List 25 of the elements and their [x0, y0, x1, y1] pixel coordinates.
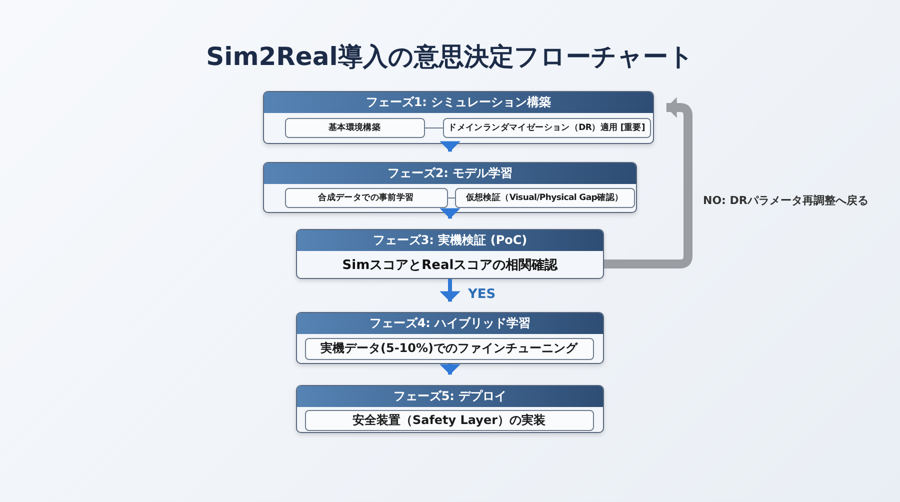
flow-arrow — [440, 364, 460, 375]
edge-label: NO: DRパラメータ再調整へ戻る — [703, 193, 868, 208]
phase-box — [296, 312, 604, 364]
phase-header: フェーズ2: モデル学習 — [264, 163, 636, 184]
step-box: 基本環境構築 — [284, 118, 424, 138]
phase-header: フェーズ1: シミュレーション構築 — [264, 92, 653, 113]
edge-label: YES — [468, 287, 496, 302]
phase-box — [296, 229, 604, 279]
flow-arrow — [440, 279, 460, 302]
phase-header: フェーズ3: 実機検証 (PoC) — [297, 230, 603, 251]
phase-box — [263, 91, 654, 144]
phase-header: フェーズ5: デプロイ — [297, 386, 603, 407]
step-box: 合成データでの事前学習 — [284, 188, 448, 208]
flow-arrow — [440, 208, 460, 219]
phase-header: フェーズ4: ハイブリッド学習 — [297, 313, 603, 334]
step-box: 安全装置（Safety Layer）の実装 — [304, 410, 594, 430]
phase-box — [296, 385, 604, 433]
phase-description: SimスコアとRealスコアの相関確認 — [342, 256, 558, 274]
step-box: 実機データ(5-10%)でのファインチューニング — [304, 338, 594, 360]
flow-arrow — [440, 141, 460, 152]
feedback-arrow — [604, 97, 692, 268]
step-box: 仮想検証（Visual/Physical Gap確認） — [454, 188, 634, 208]
title: Sim2Real導入の意思決定フローチャート — [205, 41, 695, 73]
phase-box — [263, 162, 637, 213]
step-box: ドメインランダマイゼーション（DR）適用 [重要] — [442, 118, 650, 138]
